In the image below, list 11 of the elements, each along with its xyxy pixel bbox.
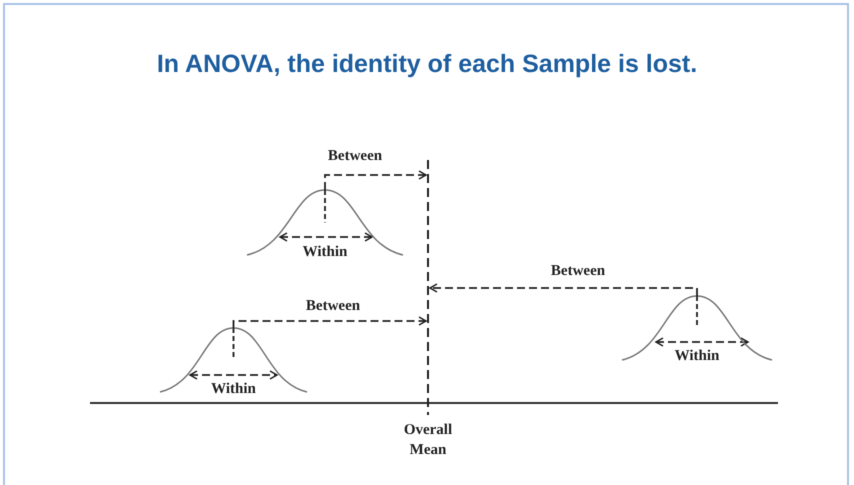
- axis-label: Overall Mean: [402, 421, 454, 460]
- dashed-arrow: [232, 316, 427, 328]
- spread-label: Within: [674, 348, 720, 365]
- dashed-arrow: [324, 170, 427, 190]
- spread-label: Within: [302, 244, 348, 261]
- edge-label: Between: [550, 263, 606, 280]
- spread-label: Within: [211, 381, 256, 398]
- title: In ANOVA, the identity of each Sample is lost.: [156, 50, 698, 79]
- edge-label: Between: [328, 148, 382, 165]
- dashed-arrow: [429, 283, 698, 296]
- edge-label: Between: [306, 298, 360, 315]
